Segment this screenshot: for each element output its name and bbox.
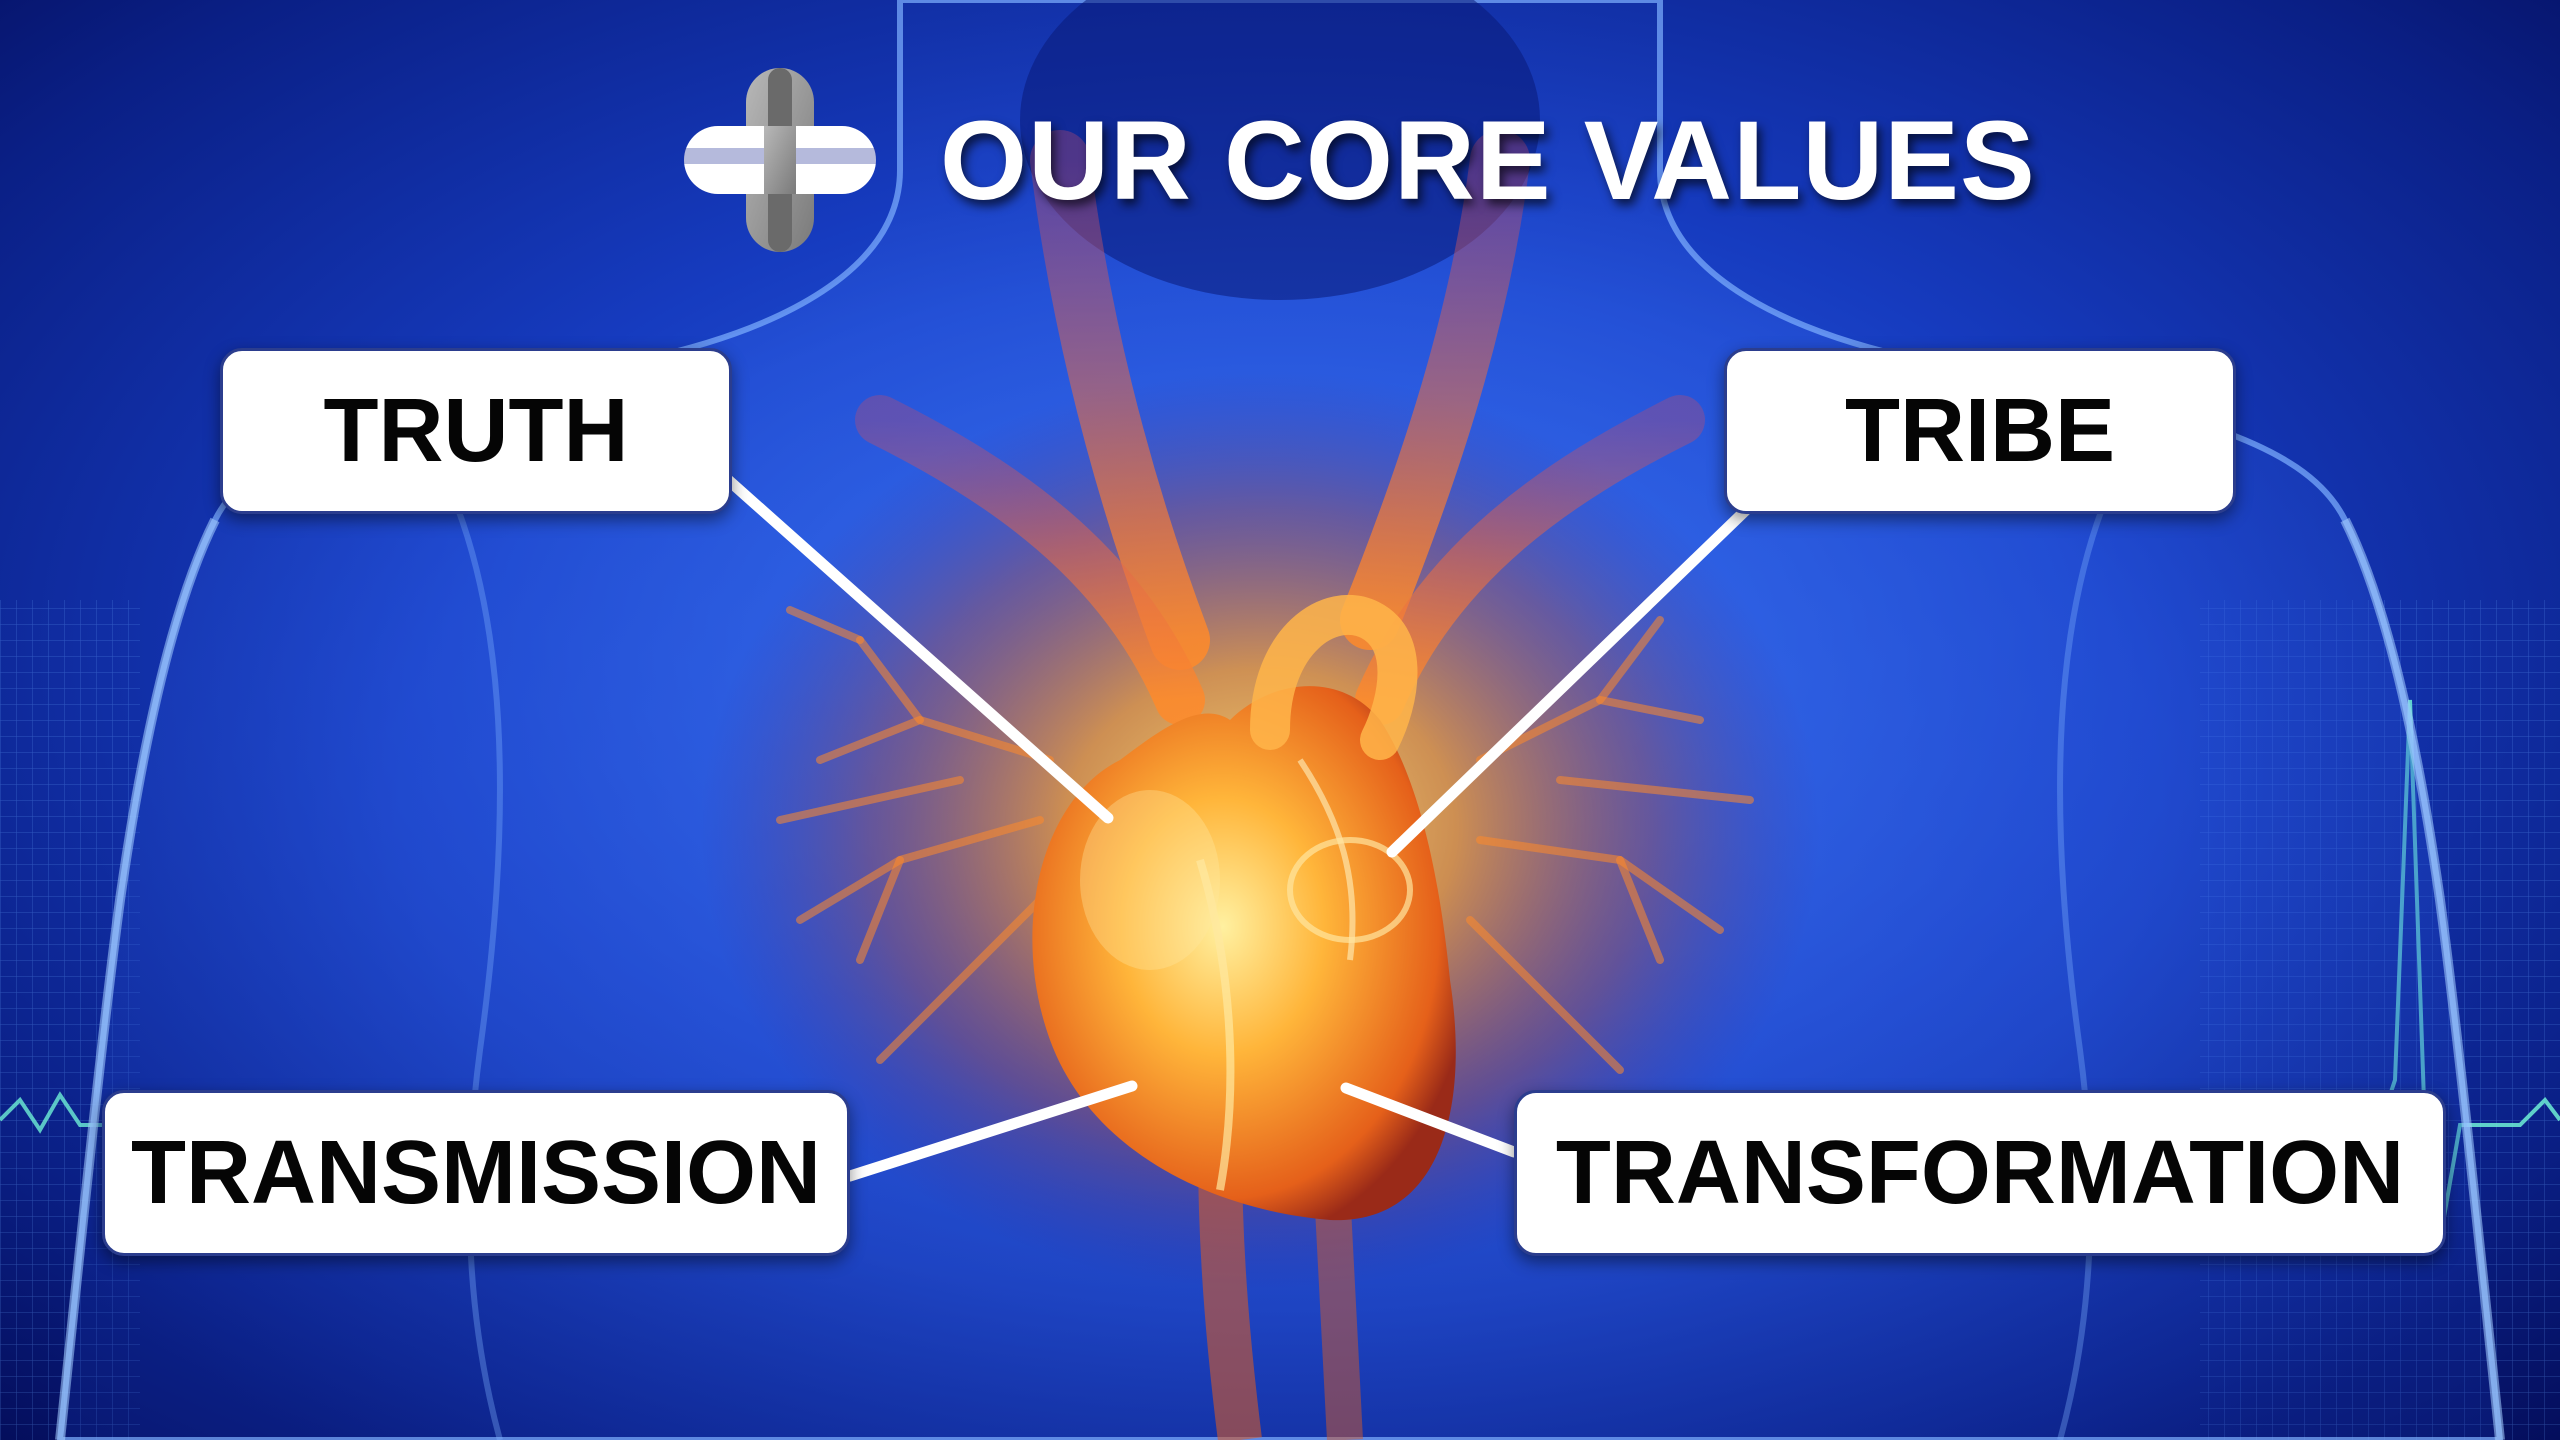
value-label-transmission: TRANSMISSION (102, 1090, 850, 1256)
slide-title: OUR CORE VALUES (940, 97, 2036, 223)
value-label-transformation: TRANSFORMATION (1514, 1090, 2446, 1256)
value-label-tribe: TRIBE (1724, 348, 2236, 514)
title-area: OUR CORE VALUES (680, 60, 2036, 260)
value-label-truth: TRUTH (220, 348, 732, 514)
cross-plus-logo-icon (684, 68, 876, 252)
